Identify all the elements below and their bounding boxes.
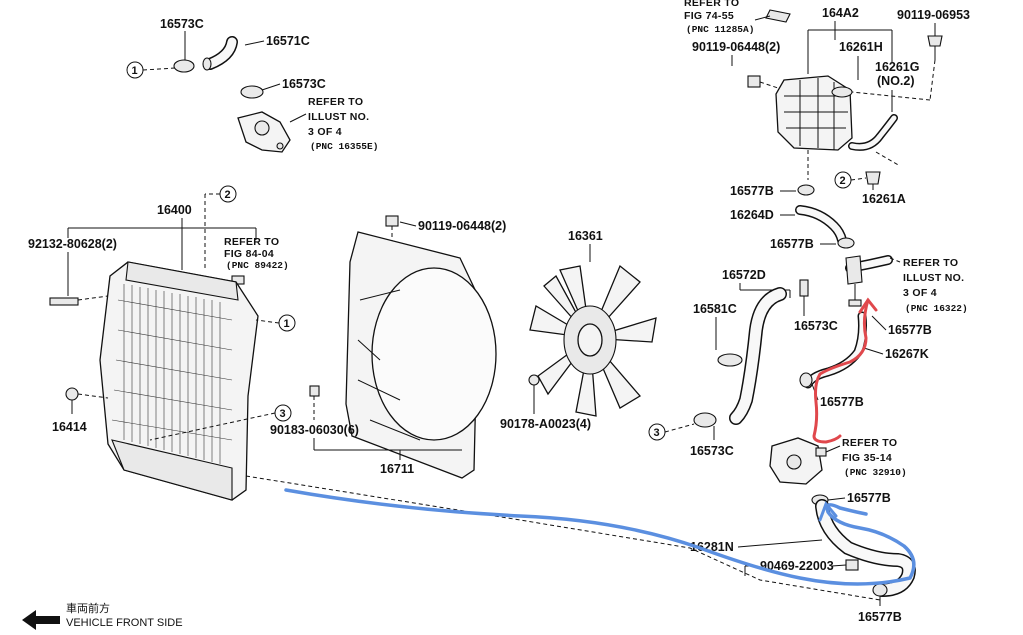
hose-clamp-16573C-r (799, 279, 809, 297)
fan-shroud-opening (371, 267, 497, 441)
radiator-bottom-tank (111, 439, 233, 501)
label-16267K: 16267K (885, 347, 929, 361)
hose-clamp-16577B-f (872, 583, 888, 597)
connection-dashed-line (245, 475, 881, 601)
label-16281N: 16281N (690, 540, 734, 554)
label-16572D: 16572D (722, 268, 766, 282)
svg-text:3: 3 (654, 427, 660, 439)
fan-shroud-group: 90119-06448(2) 90183-06030(6) 16711 (270, 215, 506, 479)
front-arrow-icon (22, 610, 60, 630)
label-16581C: 16581C (693, 302, 737, 316)
label-92132-80628: 92132-80628(2) (28, 237, 117, 251)
svg-text:(PNC 16322): (PNC 16322) (905, 303, 968, 314)
fan-group: 16361 90178-A0023(4) (500, 229, 657, 431)
label-16573C-bl: 16573C (690, 444, 734, 458)
svg-text:(PNC 16355E): (PNC 16355E) (310, 141, 378, 152)
svg-text:REFER TO: REFER TO (684, 0, 739, 9)
svg-text:REFER TO: REFER TO (903, 257, 958, 269)
label-164A2: 164A2 (822, 6, 859, 20)
front-label-jp: 車両前方 (66, 601, 110, 615)
label-16573C-r: 16573C (794, 319, 838, 333)
reservoir-bolt-left (747, 75, 761, 88)
label-16711: 16711 (380, 462, 414, 476)
svg-text:3 OF 4: 3 OF 4 (308, 126, 342, 138)
svg-text:FIG 35-14: FIG 35-14 (842, 452, 892, 464)
label-16577B-d: 16577B (820, 395, 864, 409)
label-16414: 16414 (52, 420, 87, 434)
hose-clamp-top (173, 59, 195, 73)
drain-plug (65, 387, 79, 401)
label-90183-06030: 90183-06030(6) (270, 423, 359, 437)
red-annotation-path (812, 298, 870, 444)
hose-clamp-16577B-b (837, 237, 855, 249)
svg-text:(PNC 89422): (PNC 89422) (226, 260, 289, 271)
hose-clamp-16577B-a (797, 184, 815, 196)
hose-clamp-16581C (717, 353, 743, 367)
svg-text:FIG 84-04: FIG 84-04 (224, 248, 274, 260)
hose-clamp-16573C-bl (693, 412, 717, 428)
bypass-fitting (845, 255, 863, 285)
radiator-top-tank (125, 261, 239, 301)
label-16571C: 16571C (266, 34, 310, 48)
label-90178-A0023: 90178-A0023(4) (500, 417, 591, 431)
radiator-group: 16400 92132-80628(2) 2 REFER TO FIG 84-0… (28, 185, 296, 501)
svg-text:(PNC 32910): (PNC 32910) (844, 467, 907, 478)
reservoir-bolt-right (927, 35, 943, 47)
label-90119-06448-top: 90119-06448(2) (692, 40, 780, 54)
svg-text:2: 2 (225, 189, 231, 201)
fan-nut (528, 374, 540, 386)
svg-text:FIG 74-55: FIG 74-55 (684, 10, 734, 22)
label-16577B-f: 16577B (858, 610, 902, 624)
label-16573C-mid: 16573C (282, 77, 326, 91)
radiator-bolt (49, 297, 79, 306)
label-16577B-a: 16577B (730, 184, 774, 198)
svg-text:3: 3 (280, 408, 286, 420)
red-annotation-arrowhead (858, 297, 878, 314)
label-16261H: 16261H (839, 40, 883, 54)
shroud-clip (309, 385, 320, 397)
hose-clamp-mid (240, 85, 264, 99)
svg-text:REFER TO: REFER TO (842, 437, 897, 449)
svg-text:REFER TO: REFER TO (308, 96, 363, 108)
label-16573C-top: 16573C (160, 17, 204, 31)
blue-annotation-arrowhead (818, 501, 838, 522)
svg-text:1: 1 (284, 318, 290, 330)
svg-text:3 OF 4: 3 OF 4 (903, 287, 937, 299)
front-label-en: VEHICLE FRONT SIDE (66, 617, 183, 629)
label-90469-22003: 90469-22003 (760, 559, 834, 573)
radiator-core (111, 284, 233, 464)
label-16361: 16361 (568, 229, 603, 243)
label-16261A: 16261A (862, 192, 906, 206)
svg-text:(PNC 11285A): (PNC 11285A) (686, 24, 754, 35)
label-16264D: 16264D (730, 208, 774, 222)
svg-text:1: 1 (132, 65, 138, 77)
label-16400: 16400 (157, 203, 192, 217)
lower-hose-group: 16572D 16581C 16573C REFER TO ILLUST NO.… (648, 255, 968, 624)
reservoir-group: REFER TO FIG 74-55 (PNC 11285A) 164A2 16… (684, 0, 970, 251)
hose-clamp-16577B-d (799, 372, 813, 388)
cooling-fan (529, 264, 657, 417)
label-16577B-b: 16577B (770, 237, 814, 251)
hose-bracket (845, 559, 859, 571)
reservoir-cap (865, 171, 881, 185)
label-90119-06448-fan: 90119-06448(2) (418, 219, 506, 233)
upper-hose-group: 16573C 16571C 1 16573C REFER TO ILLUST N… (126, 17, 378, 153)
svg-text:REFER TO: REFER TO (224, 236, 279, 248)
label-16261G-no2: (NO.2) (877, 74, 915, 88)
blue-annotation-path (284, 488, 916, 586)
label-16261G: 16261G (875, 60, 919, 74)
label-90119-06953: 90119-06953 (897, 8, 970, 22)
label-16577B-c: 16577B (888, 323, 932, 337)
svg-text:2: 2 (840, 175, 846, 187)
label-16577B-e: 16577B (847, 491, 891, 505)
vehicle-front-side-indicator: 車両前方 VEHICLE FRONT SIDE (22, 601, 183, 630)
svg-text:ILLUST NO.: ILLUST NO. (308, 111, 369, 123)
shroud-bolt (385, 215, 399, 227)
svg-text:ILLUST NO.: ILLUST NO. (903, 272, 964, 284)
